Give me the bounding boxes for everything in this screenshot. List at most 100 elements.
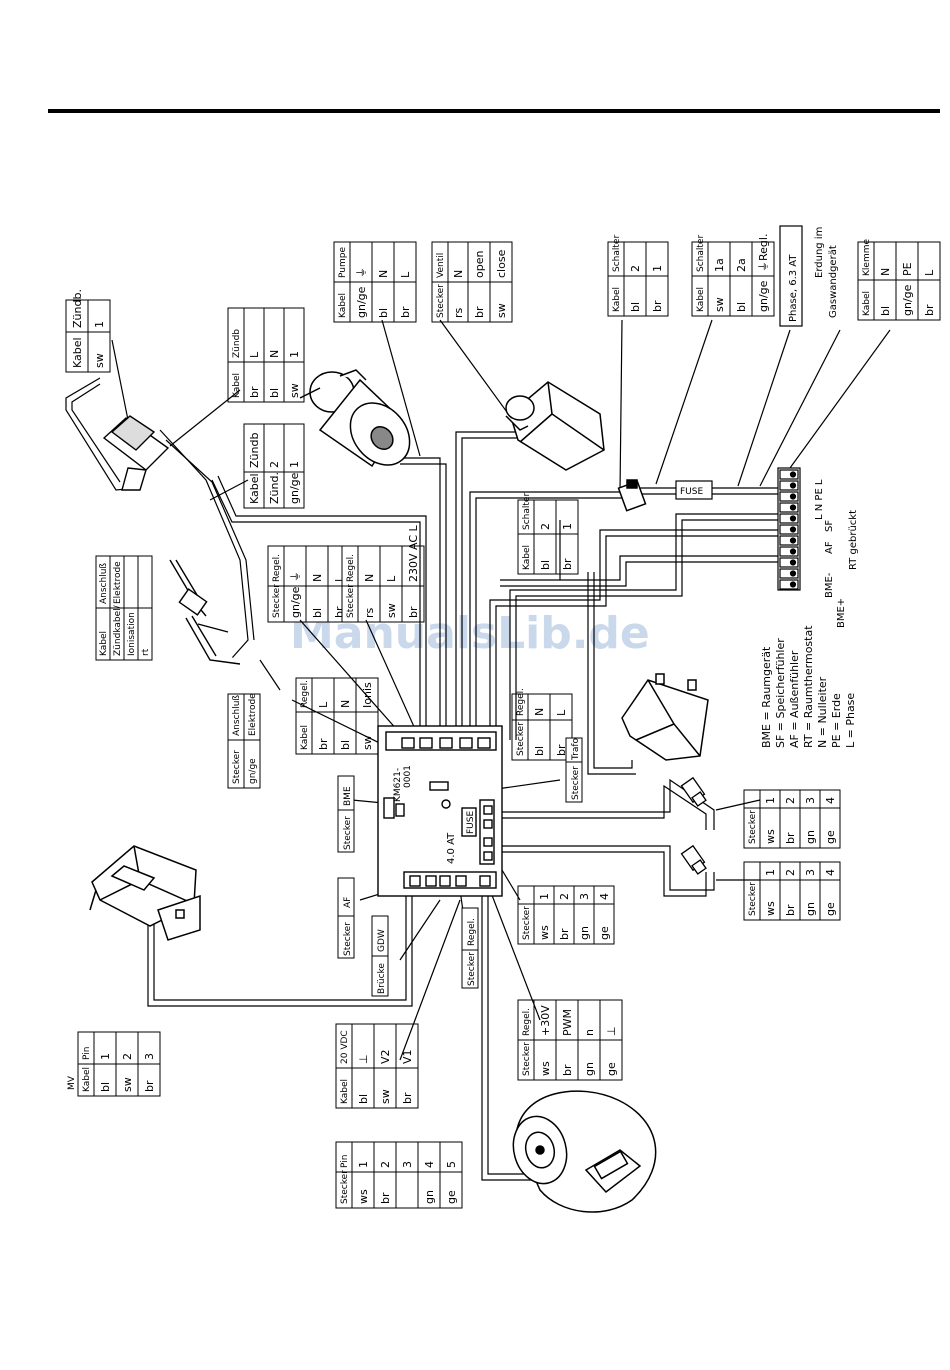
table-cell: Regel. [272,554,282,582]
board-model-label: KM621- [393,768,403,802]
table-cell: Stecker [272,584,282,618]
table-cell: br [784,904,797,916]
table-cell: Regel. [516,688,526,716]
table-frame [607,241,669,317]
table-cell: br [651,300,664,312]
table-cell: ⏚Regl. [757,234,770,272]
table-cell: ge [824,830,837,844]
phase-callout: Phase, 6.3 AT Erdung im Gaswandgerät [779,225,839,327]
table-cell: PE [901,262,914,276]
terminal-screw-head [789,515,797,522]
table-cell: br [555,744,568,756]
table-cell: Stecker [436,284,446,318]
terminal-labels: L N PE L SF AF RT gebrückt BME- BME+ [814,479,859,628]
board-fuse-label: FUSE [466,811,476,834]
table-cell: ws [764,829,777,844]
table-frame [227,307,305,403]
legend-entry: AF = Außenfühler [788,650,801,748]
table-cell: Kabel [522,545,532,570]
table-cell: ⊥ [605,1026,618,1036]
table-cell: 1 [651,265,664,272]
bruecke-label: Brücke [377,963,387,994]
table-cell: sw [93,353,106,368]
terminal-af-label: AF [824,541,835,554]
table-cell: 1a [713,258,726,272]
ignition-transformer-icon [102,415,170,491]
table-cell: Stecker [522,906,532,940]
terminal-screw-head [789,482,797,489]
legend-entry: RT = Raumthermostat [802,625,815,748]
table-cell: 2 [784,869,797,876]
table-cell: sw [385,603,398,618]
connector-table-elektrode: KabelAnschlußZündkabel/ElektrodeIonisati… [95,555,153,661]
terminal-sf-label: SF [824,520,835,532]
table-frame [857,241,941,321]
table-cell: Schalter [522,493,532,530]
terminal-screw-head [789,548,797,555]
table-cell: 2 [629,265,642,272]
table-cell: N [311,574,324,582]
table-cell: N [268,350,281,358]
table-frame [517,499,579,575]
table-cell: 4 [598,893,611,900]
table-cell: br [784,832,797,844]
table-cell: Pin [340,1155,350,1168]
table-cell: N [363,574,376,582]
terminal-screw [779,524,799,535]
table-cell: 1 [288,461,301,468]
terminal-screw-head [789,537,797,544]
legend-entry: SF = Speicherfühler [774,638,787,748]
board-model-label-2: 0001 [403,765,413,788]
table-cell: br [333,606,346,618]
table-cell: gn/ge [288,472,301,504]
bme-stecker: Stecker [343,816,353,850]
terminal-screw [779,568,799,579]
terminal-bme-plus-label: BME+ [836,598,847,628]
magnetic-valve-icon [89,845,201,941]
mv-title: MV [67,1075,77,1090]
table-cell: Regel. [522,1008,532,1036]
table-cell: Stecker [232,750,242,784]
table-cell: +30V [539,1005,552,1036]
table-cell: Stecker [340,1170,350,1204]
table-cell: rs [363,607,376,618]
table-cell: N [339,700,352,708]
table-cell: 230V AC L [407,524,420,582]
table-cell: bl [735,302,748,312]
table-cell: Zündkabel/ [113,604,123,656]
table-cell: L [555,709,568,716]
table-cell: sw [121,1077,134,1092]
table-cell: br [143,1080,156,1092]
table-cell: ge [445,1190,458,1204]
table-cell: ge [605,1062,618,1076]
terminal-screw-head [789,493,797,500]
terminal-strip [777,467,801,591]
table-cell: gn [804,902,817,916]
terminal-screw [779,513,799,524]
table-cell: 1 [99,1053,112,1060]
table-cell: br [399,306,412,318]
table-cell: sw [379,1089,392,1104]
pump-icon [299,369,411,468]
table-cell: Kabel [340,1079,350,1104]
table-cell: 3 [804,869,817,876]
terminal-top-label: L N PE L [814,479,825,520]
stecker-labels [337,737,583,997]
table-cell: V2 [379,1049,392,1064]
table-cell: br [317,738,330,750]
table-cell: ge [598,926,611,940]
table-cell: gn/ge [248,758,258,784]
table-cell: sw [713,297,726,312]
table-cell: 2 [268,461,281,468]
table-cell: Kabel [82,1067,92,1092]
af-stecker: Stecker [343,922,353,956]
